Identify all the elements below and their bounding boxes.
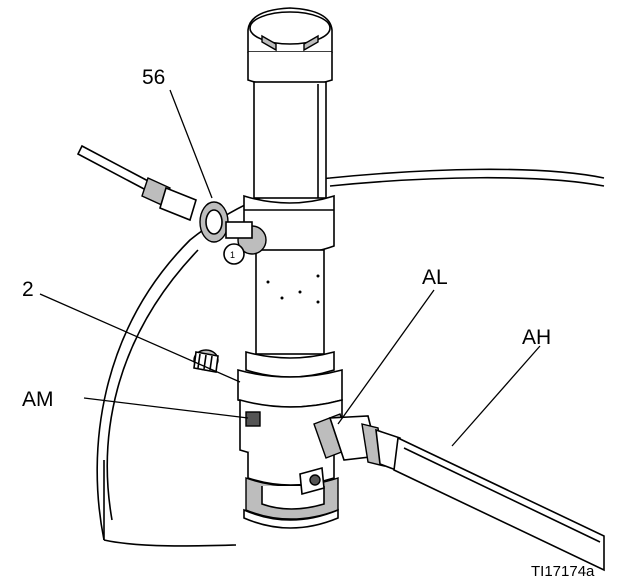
pump-column bbox=[237, 7, 343, 529]
callout-AM: AM bbox=[22, 388, 54, 411]
leader-lines bbox=[39, 89, 541, 447]
callout-56: 56 bbox=[142, 66, 165, 89]
leader-2 bbox=[39, 293, 241, 383]
callout-2: 2 bbox=[22, 278, 34, 301]
plug-part-2 bbox=[193, 349, 219, 373]
air-line bbox=[76, 144, 197, 222]
outlet-fitting-and-hose bbox=[313, 413, 605, 572]
leader-AH bbox=[451, 345, 541, 447]
callout-AH: AH bbox=[522, 326, 551, 349]
callout-AL: AL bbox=[422, 266, 448, 289]
leader-AL bbox=[337, 289, 435, 425]
figure-id: TI17174a bbox=[531, 563, 595, 580]
drum-rim bbox=[96, 168, 605, 547]
air-fitting: 1 bbox=[199, 201, 267, 265]
leader-56 bbox=[169, 89, 213, 199]
svg-text:1: 1 bbox=[230, 250, 235, 260]
leader-AM bbox=[83, 397, 249, 419]
